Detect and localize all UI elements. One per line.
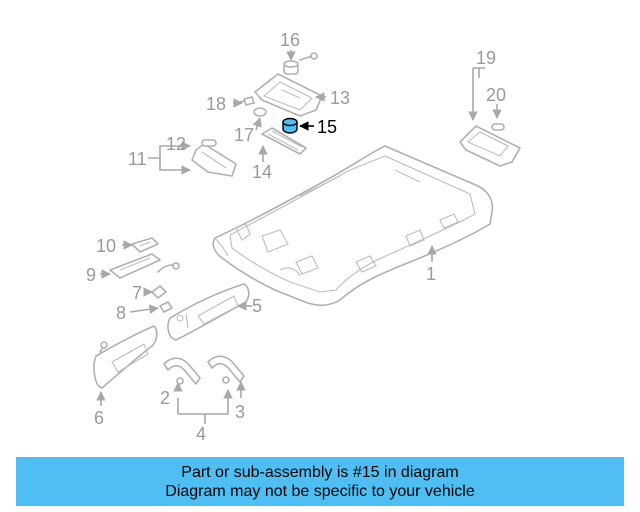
callout-9: 9: [86, 265, 96, 285]
callout-8: 8: [116, 303, 126, 323]
sun-visor-6-drawing: [93, 325, 158, 389]
info-banner: Part or sub-assembly is #15 in diagram D…: [16, 457, 624, 506]
callout-12: 12: [166, 134, 186, 154]
bulb-17-18-drawing: [235, 96, 267, 117]
part-15-drawing: [282, 117, 298, 134]
callout-19: 19: [476, 48, 496, 68]
callout-5: 5: [252, 296, 262, 316]
callout-2: 2: [160, 388, 170, 408]
callout-7: 7: [132, 283, 142, 303]
callout-18: 18: [206, 94, 226, 114]
leader-lines: [96, 50, 502, 424]
callout-16: 16: [280, 30, 300, 50]
parts-diagram: 1 2 3 4 5 6 7 8 9 10 11 12 13 14 15 16 1…: [86, 30, 521, 444]
map-lamp-drawing: [254, 52, 323, 117]
callout-13: 13: [330, 88, 350, 108]
callout-10: 10: [96, 236, 116, 256]
visor-small-parts-drawing: [109, 237, 180, 313]
grab-handles-drawing: [163, 355, 245, 385]
reading-lamp-drawing: [191, 139, 237, 177]
lens-14-drawing: [261, 127, 307, 155]
callout-20: 20: [486, 85, 506, 105]
callout-15: 15: [317, 117, 337, 137]
callout-11: 11: [128, 149, 147, 169]
callout-3: 3: [235, 402, 245, 422]
banner-line-part: Part or sub-assembly is #15 in diagram: [181, 463, 459, 481]
callout-17: 17: [234, 125, 254, 145]
callout-14: 14: [252, 162, 272, 182]
headliner-drawing: [212, 145, 494, 306]
callout-4: 4: [196, 424, 206, 444]
callout-numbers: 1 2 3 4 5 6 7 8 9 10 11 12 13 14 15 16 1…: [86, 30, 506, 444]
callout-6: 6: [94, 408, 104, 428]
banner-line-disclaimer: Diagram may not be specific to your vehi…: [165, 482, 475, 500]
callout-1: 1: [426, 264, 436, 284]
sun-visor-5-drawing: [167, 283, 250, 341]
dome-lamp-drawing: [459, 123, 521, 167]
